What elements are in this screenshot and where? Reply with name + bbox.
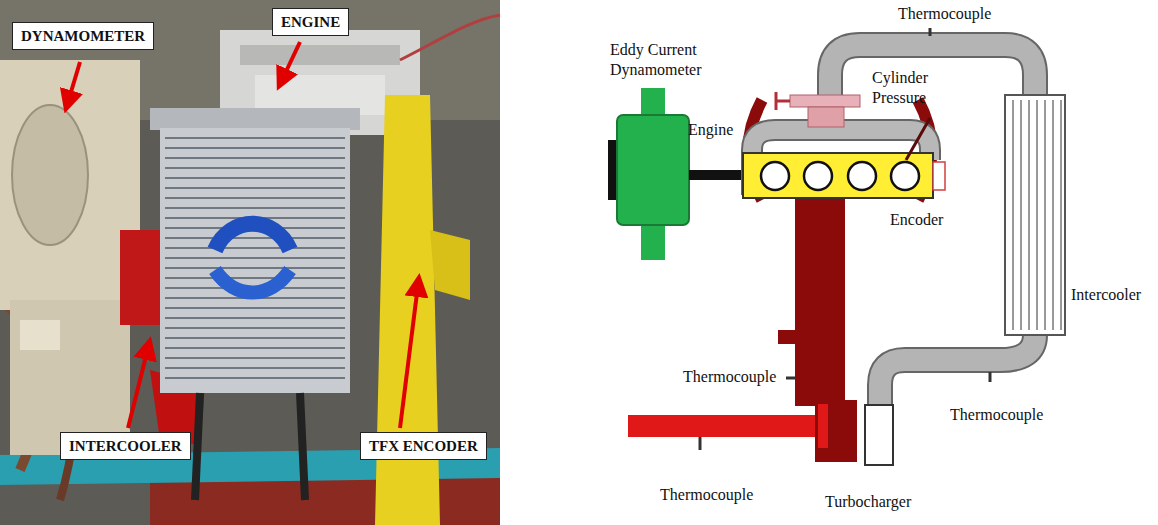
label-box: TFX ENCODER	[360, 432, 487, 460]
part-label: Thermocouple	[950, 405, 1043, 425]
part-label: Turbocharger	[825, 492, 911, 512]
part-label: Intercooler	[1071, 285, 1141, 305]
box-text: ENGINE	[281, 13, 340, 31]
part-label: Thermocouple	[660, 485, 753, 505]
part-label: Eddy Current Dynamometer	[610, 40, 720, 80]
part-label: Encoder	[890, 210, 943, 230]
label-box: INTERCOOLER	[60, 432, 191, 460]
box-text: INTERCOOLER	[69, 437, 182, 455]
test-bench-photo	[0, 0, 500, 525]
label-box: DYNAMOMETER	[12, 22, 154, 50]
box-text: DYNAMOMETER	[21, 27, 145, 45]
part-label: Thermocouple	[683, 367, 776, 387]
label-box: ENGINE	[272, 8, 349, 36]
part-label: Thermocouple	[898, 4, 991, 24]
box-text: TFX ENCODER	[369, 437, 478, 455]
part-label: Cylinder Pressure	[872, 68, 952, 108]
engine-schematic	[608, 28, 1065, 465]
part-label: Engine	[688, 120, 733, 140]
